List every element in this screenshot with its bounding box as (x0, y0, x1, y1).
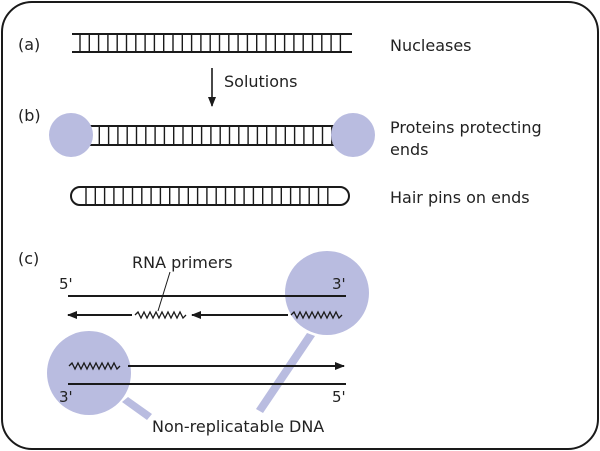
rna-primer-left (68, 361, 121, 371)
strand-end-top-left: 5' (59, 275, 73, 293)
strand-end-top-right: 3' (332, 275, 346, 293)
non-replicatable-region-left (47, 331, 131, 415)
rna-primers-pointer (157, 271, 171, 312)
proteins-label-line1: Proteins protecting (390, 118, 542, 137)
hairpin-duplex (70, 186, 350, 206)
dna-duplex-a (72, 33, 352, 53)
protein-cap-left (49, 113, 93, 157)
rna-primer-right (290, 310, 343, 320)
pointer-bar-right (256, 333, 315, 413)
protein-cap-right (331, 113, 375, 157)
panel-label-c: (c) (18, 249, 39, 268)
non-replicatable-label: Non-replicatable DNA (152, 417, 324, 436)
rna-primers-label: RNA primers (132, 253, 233, 272)
pointer-bar-left (122, 397, 152, 420)
proteins-label-line2: ends (390, 140, 428, 159)
non-replicatable-region-right (285, 251, 369, 335)
strand-end-bottom-right: 5' (332, 388, 346, 406)
hairpins-label: Hair pins on ends (390, 188, 530, 207)
strand-end-bottom-left: 3' (59, 388, 73, 406)
panel-label-a: (a) (18, 35, 40, 54)
nucleases-label: Nucleases (390, 36, 472, 55)
solutions-label: Solutions (224, 72, 298, 91)
panel-label-b: (b) (18, 106, 41, 125)
rna-primer-middle (134, 310, 187, 320)
